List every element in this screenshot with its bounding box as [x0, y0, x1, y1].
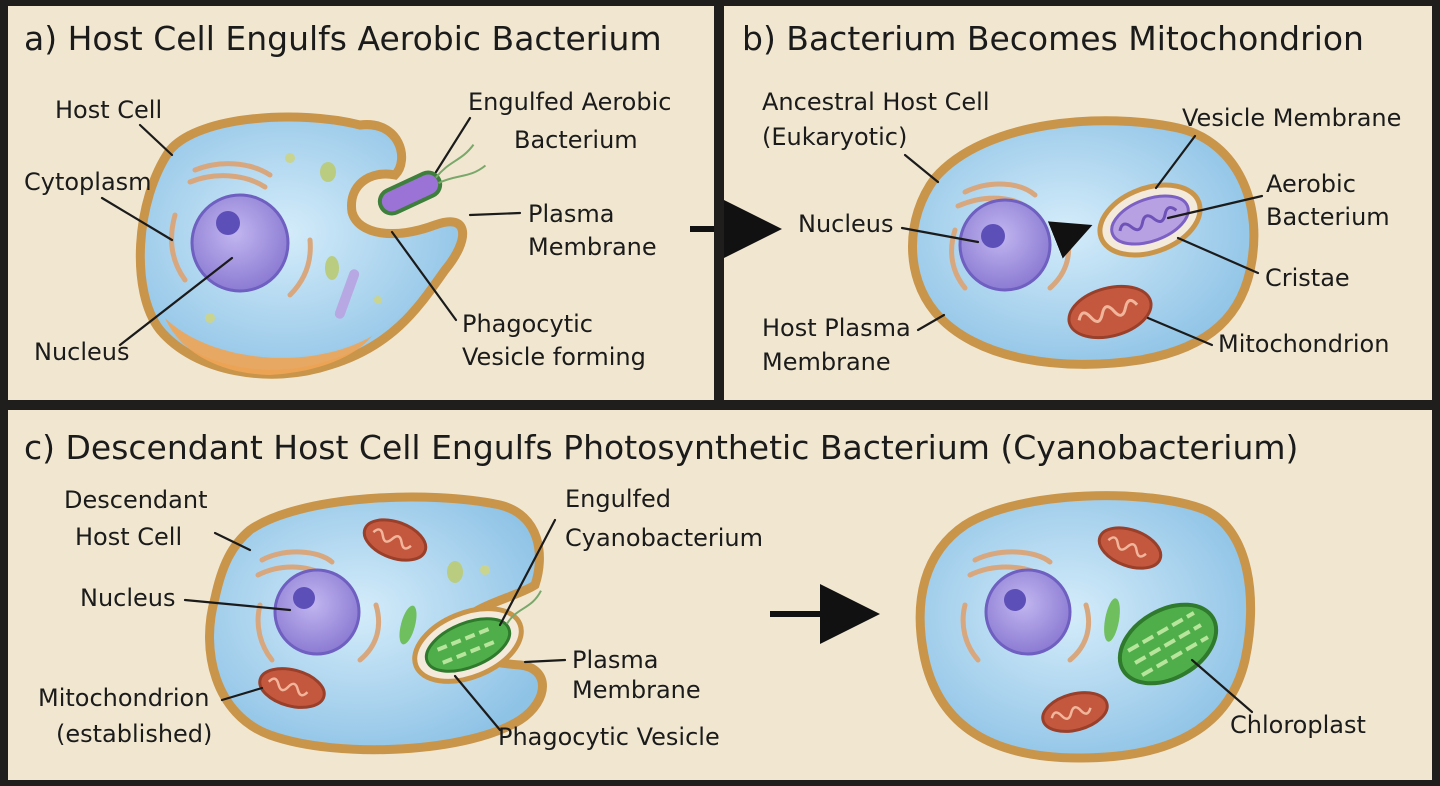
panel-c-title: c) Descendant Host Cell Engulfs Photosyn…: [24, 428, 1298, 467]
label-chloroplast: Chloroplast: [1230, 711, 1366, 739]
leader-engulfed-c: [498, 518, 557, 627]
label-engulfed-c-2: Cyanobacterium: [565, 524, 763, 552]
label-host-plasma-b-1: Host Plasma: [762, 314, 911, 342]
leader-host-cell-a: [138, 123, 174, 157]
label-vesicle-c: Phagocytic Vesicle: [498, 723, 720, 751]
panel-b-title: b) Bacterium Becomes Mitochondrion: [742, 19, 1364, 58]
leader-host-plasma-b: [916, 313, 946, 332]
label-engulfed-a-1: Engulfed Aerobic: [468, 88, 671, 116]
leader-engulfed-a: [434, 116, 472, 174]
panel-a-title: a) Host Cell Engulfs Aerobic Bacterium: [24, 19, 662, 58]
leader-nucleus-a: [118, 256, 234, 347]
mitochondrion-c2-bottom: [1041, 691, 1109, 733]
label-cristae-b: Cristae: [1265, 264, 1350, 292]
arrow-in-b: [1047, 221, 1093, 259]
label-plasma-c-1: Plasma: [572, 646, 658, 674]
leader-descendant-c: [213, 531, 252, 552]
label-plasma-c-2: Membrane: [572, 676, 701, 704]
chloroplast: [1117, 602, 1219, 686]
nucleolus-a: [216, 211, 240, 235]
label-nucleus-c: Nucleus: [80, 584, 176, 612]
label-aerobic-b-1: Aerobic: [1266, 170, 1356, 198]
leader-vesicle-membrane-b: [1154, 134, 1197, 190]
leader-plasma-c: [523, 658, 567, 664]
leader-aerobic-b: [1166, 194, 1264, 220]
mitochondrion-b: [1067, 284, 1153, 340]
host-cell-b: [908, 116, 1259, 369]
leader-nucleus-b: [900, 226, 980, 244]
leader-vesicle-c: [453, 674, 502, 732]
nucleus-a: [190, 193, 290, 293]
label-ancestral-b-1: Ancestral Host Cell: [762, 88, 990, 116]
chloroplast-cell-c: [915, 491, 1256, 763]
leader-cristae-b: [1176, 236, 1260, 275]
label-vesicle-a-2: Vesicle forming: [462, 343, 646, 371]
label-nucleus-b: Nucleus: [798, 210, 894, 238]
leader-mito-c: [220, 686, 264, 702]
label-vesicle-membrane-b: Vesicle Membrane: [1182, 104, 1401, 132]
golgi-a: [169, 161, 313, 298]
leader-mitochondrion-b: [1146, 316, 1214, 347]
leader-nucleus-c: [183, 598, 292, 612]
leader-plasma-a: [468, 211, 522, 217]
label-aerobic-b-2: Bacterium: [1266, 203, 1390, 231]
mitochondrion-c2-top: [1097, 526, 1163, 570]
engulfed-bacterium-a: [377, 144, 487, 216]
label-mito-c-2: (established): [56, 720, 212, 748]
leader-cytoplasm-a: [100, 196, 174, 242]
label-mitochondrion-b: Mitochondrion: [1218, 330, 1389, 358]
label-vesicle-a-1: Phagocytic: [462, 310, 593, 338]
label-plasma-a-1: Plasma: [528, 200, 614, 228]
label-descendant-c-1: Descendant: [64, 486, 207, 514]
mitochondrion-c-established: [258, 667, 326, 709]
label-descendant-c-2: Host Cell: [75, 523, 182, 551]
host-cell-a: [135, 112, 487, 379]
nucleus-c: [273, 568, 361, 656]
leader-vesicle-a: [390, 230, 458, 322]
label-mito-c-1: Mitochondrion: [38, 684, 209, 712]
label-ancestral-b-2: (Eukaryotic): [762, 123, 907, 151]
engulfed-cyanobacterium-c: [412, 590, 542, 684]
label-host-cell-a: Host Cell: [55, 96, 162, 124]
descendant-cell-c: [205, 492, 547, 755]
vesicle-bacterium-b: [1097, 182, 1203, 258]
label-cytoplasm-a: Cytoplasm: [24, 168, 152, 196]
leader-chloroplast: [1190, 658, 1254, 714]
mitochondrion-c-top: [362, 518, 428, 562]
nucleus-c2: [984, 568, 1072, 656]
nucleus-b: [958, 198, 1052, 292]
label-nucleus-a: Nucleus: [34, 338, 130, 366]
label-engulfed-c-1: Engulfed: [565, 485, 671, 513]
label-plasma-a-2: Membrane: [528, 233, 657, 261]
label-engulfed-a-2: Bacterium: [514, 126, 638, 154]
leader-ancestral-b: [903, 153, 940, 184]
label-host-plasma-b-2: Membrane: [762, 348, 891, 376]
